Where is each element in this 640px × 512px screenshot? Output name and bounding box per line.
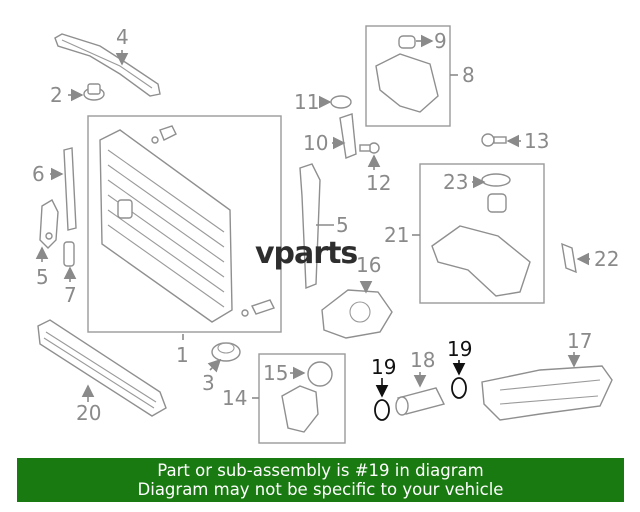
cap-part (330, 95, 352, 109)
callout-15: 15 (263, 361, 288, 385)
bolt-part-13 (481, 133, 507, 147)
brand-watermark: vparts (255, 236, 358, 271)
callout-19-left: 19 (371, 355, 396, 379)
bracket-part-10 (339, 113, 357, 159)
air-guide-part (299, 163, 321, 290)
radiator-support-bar (54, 33, 161, 97)
callout-20: 20 (76, 401, 101, 425)
oil-cooler-part (37, 319, 167, 417)
callout-21: 21 (384, 223, 409, 247)
exploded-parts-diagram: 4 2 6 5 7 1 3 20 9 8 11 10 12 13 5 21 23… (32, 25, 619, 444)
callout-17: 17 (567, 329, 592, 353)
manifold-part (481, 365, 613, 421)
reservoir-assembly-box (365, 25, 451, 127)
radiator-core (99, 125, 275, 323)
gasket-part-22 (561, 242, 577, 274)
callout-3: 3 (202, 371, 215, 395)
callout-14: 14 (222, 386, 247, 410)
pipe-part (395, 387, 446, 416)
reservoir-tank (375, 35, 439, 113)
callout-12: 12 (366, 171, 391, 195)
leader-lines (35, 34, 590, 402)
callout-8: 8 (462, 63, 475, 87)
notice-line-1: Part or sub-assembly is #19 in diagram (157, 461, 484, 480)
water-pump-part (321, 289, 393, 339)
callout-10: 10 (303, 131, 328, 155)
bolt-part-12 (359, 142, 380, 154)
callout-1: 1 (176, 343, 189, 367)
side-bracket-part (63, 147, 77, 231)
grommet-part (211, 342, 241, 362)
water-outlet-housing (431, 173, 531, 297)
notice-banner: Part or sub-assembly is #19 in diagram D… (17, 458, 624, 502)
callout-22: 22 (594, 247, 619, 271)
o-ring-part-right (451, 377, 467, 399)
callout-7: 7 (64, 283, 77, 307)
callout-16: 16 (356, 253, 381, 277)
pad-part (63, 241, 75, 267)
callout-13: 13 (524, 129, 549, 153)
notice-line-2: Diagram may not be specific to your vehi… (137, 480, 504, 499)
callout-6: 6 (32, 162, 45, 186)
callout-23: 23 (443, 170, 468, 194)
radiator-assembly-box (87, 115, 282, 333)
thermostat-housing (281, 361, 333, 433)
callout-11: 11 (294, 90, 319, 114)
callout-2: 2 (50, 83, 63, 107)
callout-5-right: 5 (336, 213, 349, 237)
callout-4: 4 (116, 25, 129, 49)
clip-part (83, 83, 105, 101)
o-ring-part-left (374, 399, 390, 421)
callout-5-left: 5 (36, 265, 49, 289)
housing-assembly-box (419, 163, 545, 304)
callout-18: 18 (410, 348, 435, 372)
callout-9: 9 (434, 29, 447, 53)
bracket-part-left (39, 199, 59, 249)
callout-19-right: 19 (447, 337, 472, 361)
